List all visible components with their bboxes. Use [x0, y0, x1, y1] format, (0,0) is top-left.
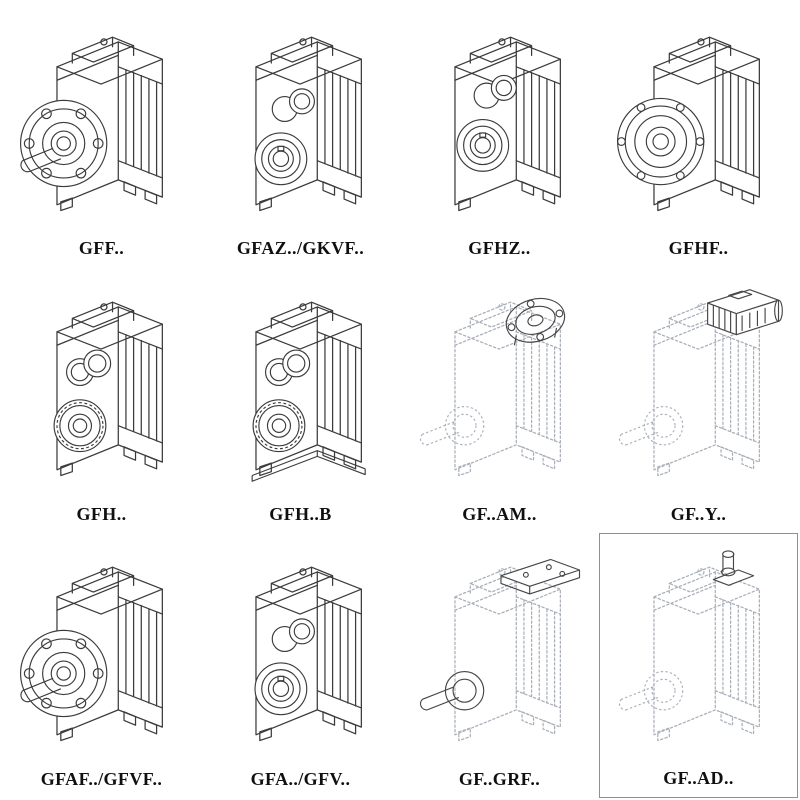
- gearbox-drawing-output-flange-shaft-large: [3, 535, 200, 766]
- model-label: GF..AM..: [462, 503, 537, 524]
- model-label: GFF..: [78, 238, 125, 259]
- catalog-cell-gfhz: GFHZ..: [400, 2, 599, 267]
- gearbox-drawing-foot-mounted-base-plate: [202, 269, 399, 500]
- catalog-cell-gfam: GF..AM..: [400, 267, 599, 532]
- model-label: GFH..B: [269, 503, 332, 524]
- gearbox-drawing-hollow-shaft-shrink-disc: [401, 4, 598, 235]
- catalog-cell-gfy: GF..Y..: [599, 267, 798, 532]
- gearbox-drawing-input-shaft-adapter: [601, 536, 796, 765]
- catalog-cell-gfgrf: GF..GRF..: [400, 533, 599, 798]
- model-label: GFA../GFV..: [250, 769, 351, 789]
- catalog-cell-gfh: GFH..: [2, 267, 201, 532]
- model-label: GFHZ..: [468, 238, 531, 259]
- model-label: GFH..: [76, 503, 127, 524]
- model-label: GFAF../GFVF..: [40, 769, 163, 789]
- catalog-cell-gfhf: GFHF..: [599, 2, 798, 267]
- catalog-cell-gfad: GF..AD..: [599, 532, 798, 798]
- model-label: GFAZ../GKVF..: [236, 238, 365, 259]
- gearbox-drawing-top-mounting-plate: [401, 535, 598, 766]
- catalog-cell-gfaf: GFAF../GFVF..: [2, 533, 201, 798]
- gearbox-drawing-output-flange-shaft: [3, 4, 200, 235]
- gearbox-drawing-foot-mounted: [3, 269, 200, 500]
- catalog-cell-gfhb: GFH..B: [201, 267, 400, 532]
- catalog-cell-gff: GFF..: [2, 2, 201, 267]
- gearbox-drawing-motor-mounted: [600, 269, 797, 500]
- model-label: GF..Y..: [670, 503, 727, 524]
- catalog-cell-gfaz: GFAZ../GKVF..: [201, 2, 400, 267]
- gearbox-drawing-output-flange: [600, 4, 797, 235]
- gearbox-drawing-motor-adapter-flange: [401, 269, 598, 500]
- catalog-cell-gfa: GFA../GFV..: [201, 533, 400, 798]
- gearbox-drawing-hollow-shaft: [202, 4, 399, 235]
- model-label: GF..AD..: [663, 768, 734, 788]
- gearbox-drawing-hollow-shaft-2: [202, 535, 399, 766]
- model-label: GF..GRF..: [458, 769, 541, 789]
- model-label: GFHF..: [668, 238, 729, 259]
